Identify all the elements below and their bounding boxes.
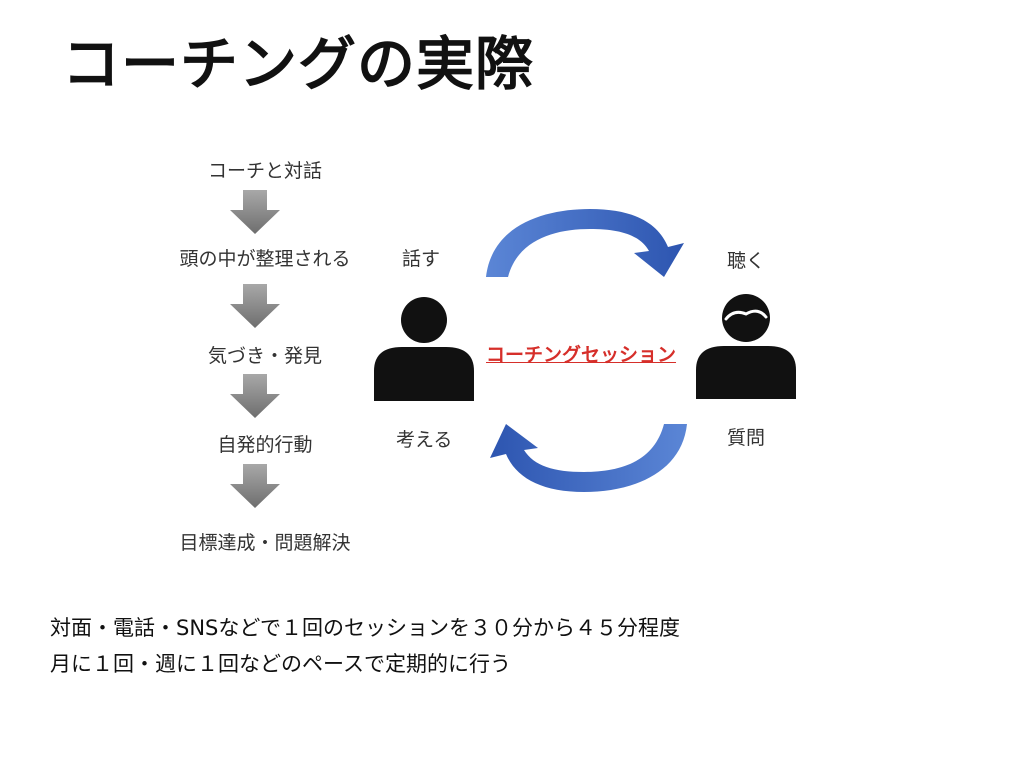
flow-step-action: 自発的行動	[217, 434, 313, 456]
flow-step-organized: 頭の中が整理される	[179, 248, 351, 270]
flow-down-arrow-1	[230, 190, 280, 234]
flow-step-goal: 目標達成・問題解決	[179, 532, 351, 554]
flow-down-arrow-4	[230, 464, 280, 508]
curved-arrow-bottom	[490, 424, 687, 492]
label-listen: 聴く	[727, 250, 766, 272]
curved-arrow-top	[486, 209, 684, 277]
flow-down-arrow-2	[230, 284, 280, 328]
footer-line-2: 月に１回・週に１回などのペースで定期的に行う	[50, 652, 511, 676]
flow-step-awareness: 気づき・発見	[207, 345, 322, 367]
client-person-icon	[374, 297, 474, 401]
flow-down-arrow-3	[230, 374, 280, 418]
footer-line-1: 対面・電話・SNSなどで１回のセッションを３０分から４５分程度	[50, 616, 680, 640]
page-title: コーチングの実際	[62, 30, 535, 98]
label-think: 考える	[396, 429, 453, 451]
label-talk: 話す	[402, 248, 441, 270]
coaching-session-label: コーチングセッション	[486, 344, 677, 366]
flow-step-dialogue: コーチと対話	[207, 160, 322, 182]
coach-person-icon	[696, 294, 796, 399]
label-question: 質問	[727, 427, 766, 449]
